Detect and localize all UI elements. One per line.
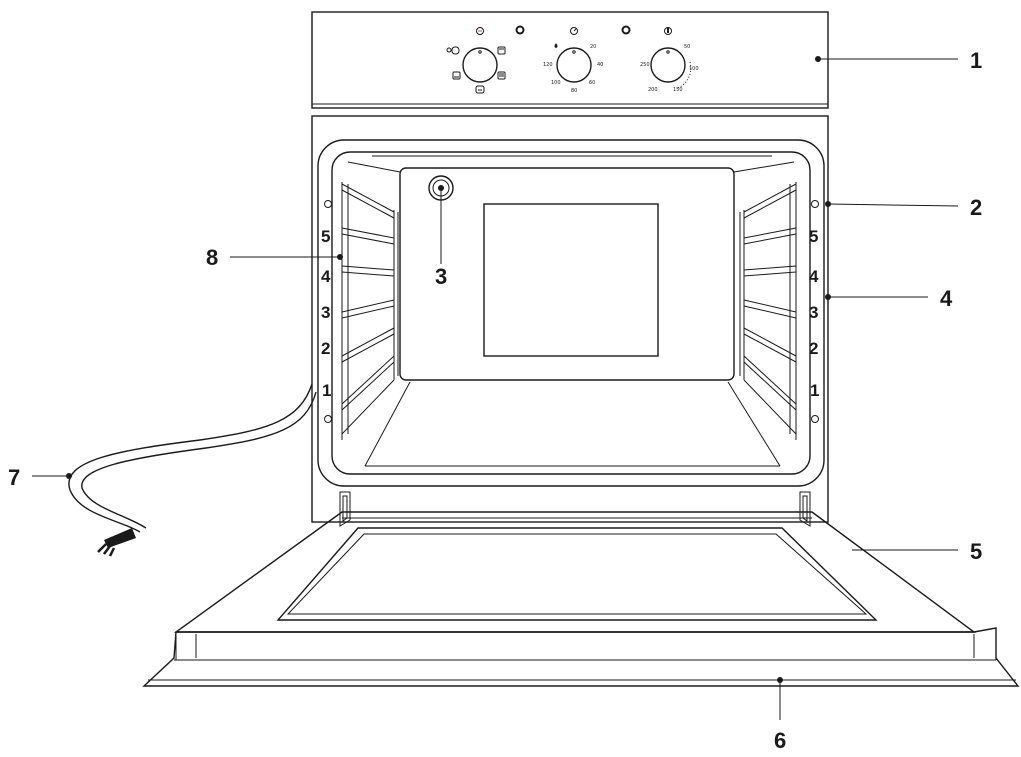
drop-icon: [554, 43, 558, 48]
control-panel: 20 40 60 80 100 120 50 100 150 200 250: [311, 11, 829, 109]
shelf-level-right: 4: [809, 267, 819, 286]
callout-1: 1: [970, 48, 982, 73]
grill-icon: [497, 71, 506, 80]
function-selector-knob[interactable]: [446, 27, 506, 94]
fan-icon: [446, 46, 460, 55]
shelf-level-left: 3: [321, 303, 330, 322]
light-icon: [476, 27, 484, 35]
indicator-lamp: [621, 25, 631, 35]
timer-knob[interactable]: 20 40 60 80 100 120: [543, 27, 603, 95]
fan-cover: [483, 203, 659, 357]
indicator-lamp: [515, 25, 525, 35]
shelf-level-left: 4: [321, 267, 331, 286]
thermostat-label: 200: [648, 87, 658, 93]
door-glass: [276, 527, 878, 621]
timer-icon: [570, 27, 578, 35]
callout-2: 2: [970, 195, 982, 220]
shelf-level-right: 5: [809, 227, 818, 246]
thermostat-label: 250: [640, 62, 650, 68]
callout-6: 6: [774, 728, 786, 753]
top-heat-icon: [497, 46, 506, 55]
thermostat-label: 50: [684, 44, 690, 50]
timer-label: 40: [597, 62, 603, 68]
thermostat-knob[interactable]: 50 100 150 200 250: [640, 27, 699, 94]
shelf-level-left: 1: [322, 381, 331, 400]
timer-label: 80: [571, 88, 577, 94]
callout-8: 8: [206, 245, 218, 270]
shelf-level-left: 2: [321, 339, 330, 358]
thermostat-label: 100: [689, 66, 699, 72]
callout-3: 3: [435, 264, 447, 289]
shelf-level-left: 5: [321, 227, 330, 246]
defrost-icon: [475, 85, 485, 94]
thermometer-icon: [664, 27, 672, 35]
shelf-level-right: 3: [809, 303, 818, 322]
shelf-level-right: 1: [810, 381, 819, 400]
oven-door[interactable]: [142, 491, 1020, 687]
thermostat-label: 150: [673, 87, 683, 93]
right-shelf-guides: [739, 182, 797, 440]
door-hinge: [339, 491, 351, 527]
callout-5: 5: [970, 539, 982, 564]
timer-label: 100: [551, 80, 561, 86]
timer-label: 60: [589, 80, 595, 86]
callout-leaders: [32, 56, 959, 720]
back-panel: [399, 167, 735, 381]
bottom-heat-icon: [452, 71, 461, 80]
shelf-level-right: 2: [809, 339, 818, 358]
plug-icon: [97, 528, 136, 557]
callout-7: 7: [8, 465, 20, 490]
power-cable: [68, 383, 317, 557]
callout-4: 4: [940, 286, 953, 311]
timer-label: 120: [543, 62, 553, 68]
timer-label: 20: [590, 44, 596, 50]
left-shelf-guides: [341, 182, 399, 440]
door-hinge: [799, 491, 811, 527]
oven-body: 5 4 3 2 1 5 4 3 2 1: [311, 115, 829, 523]
